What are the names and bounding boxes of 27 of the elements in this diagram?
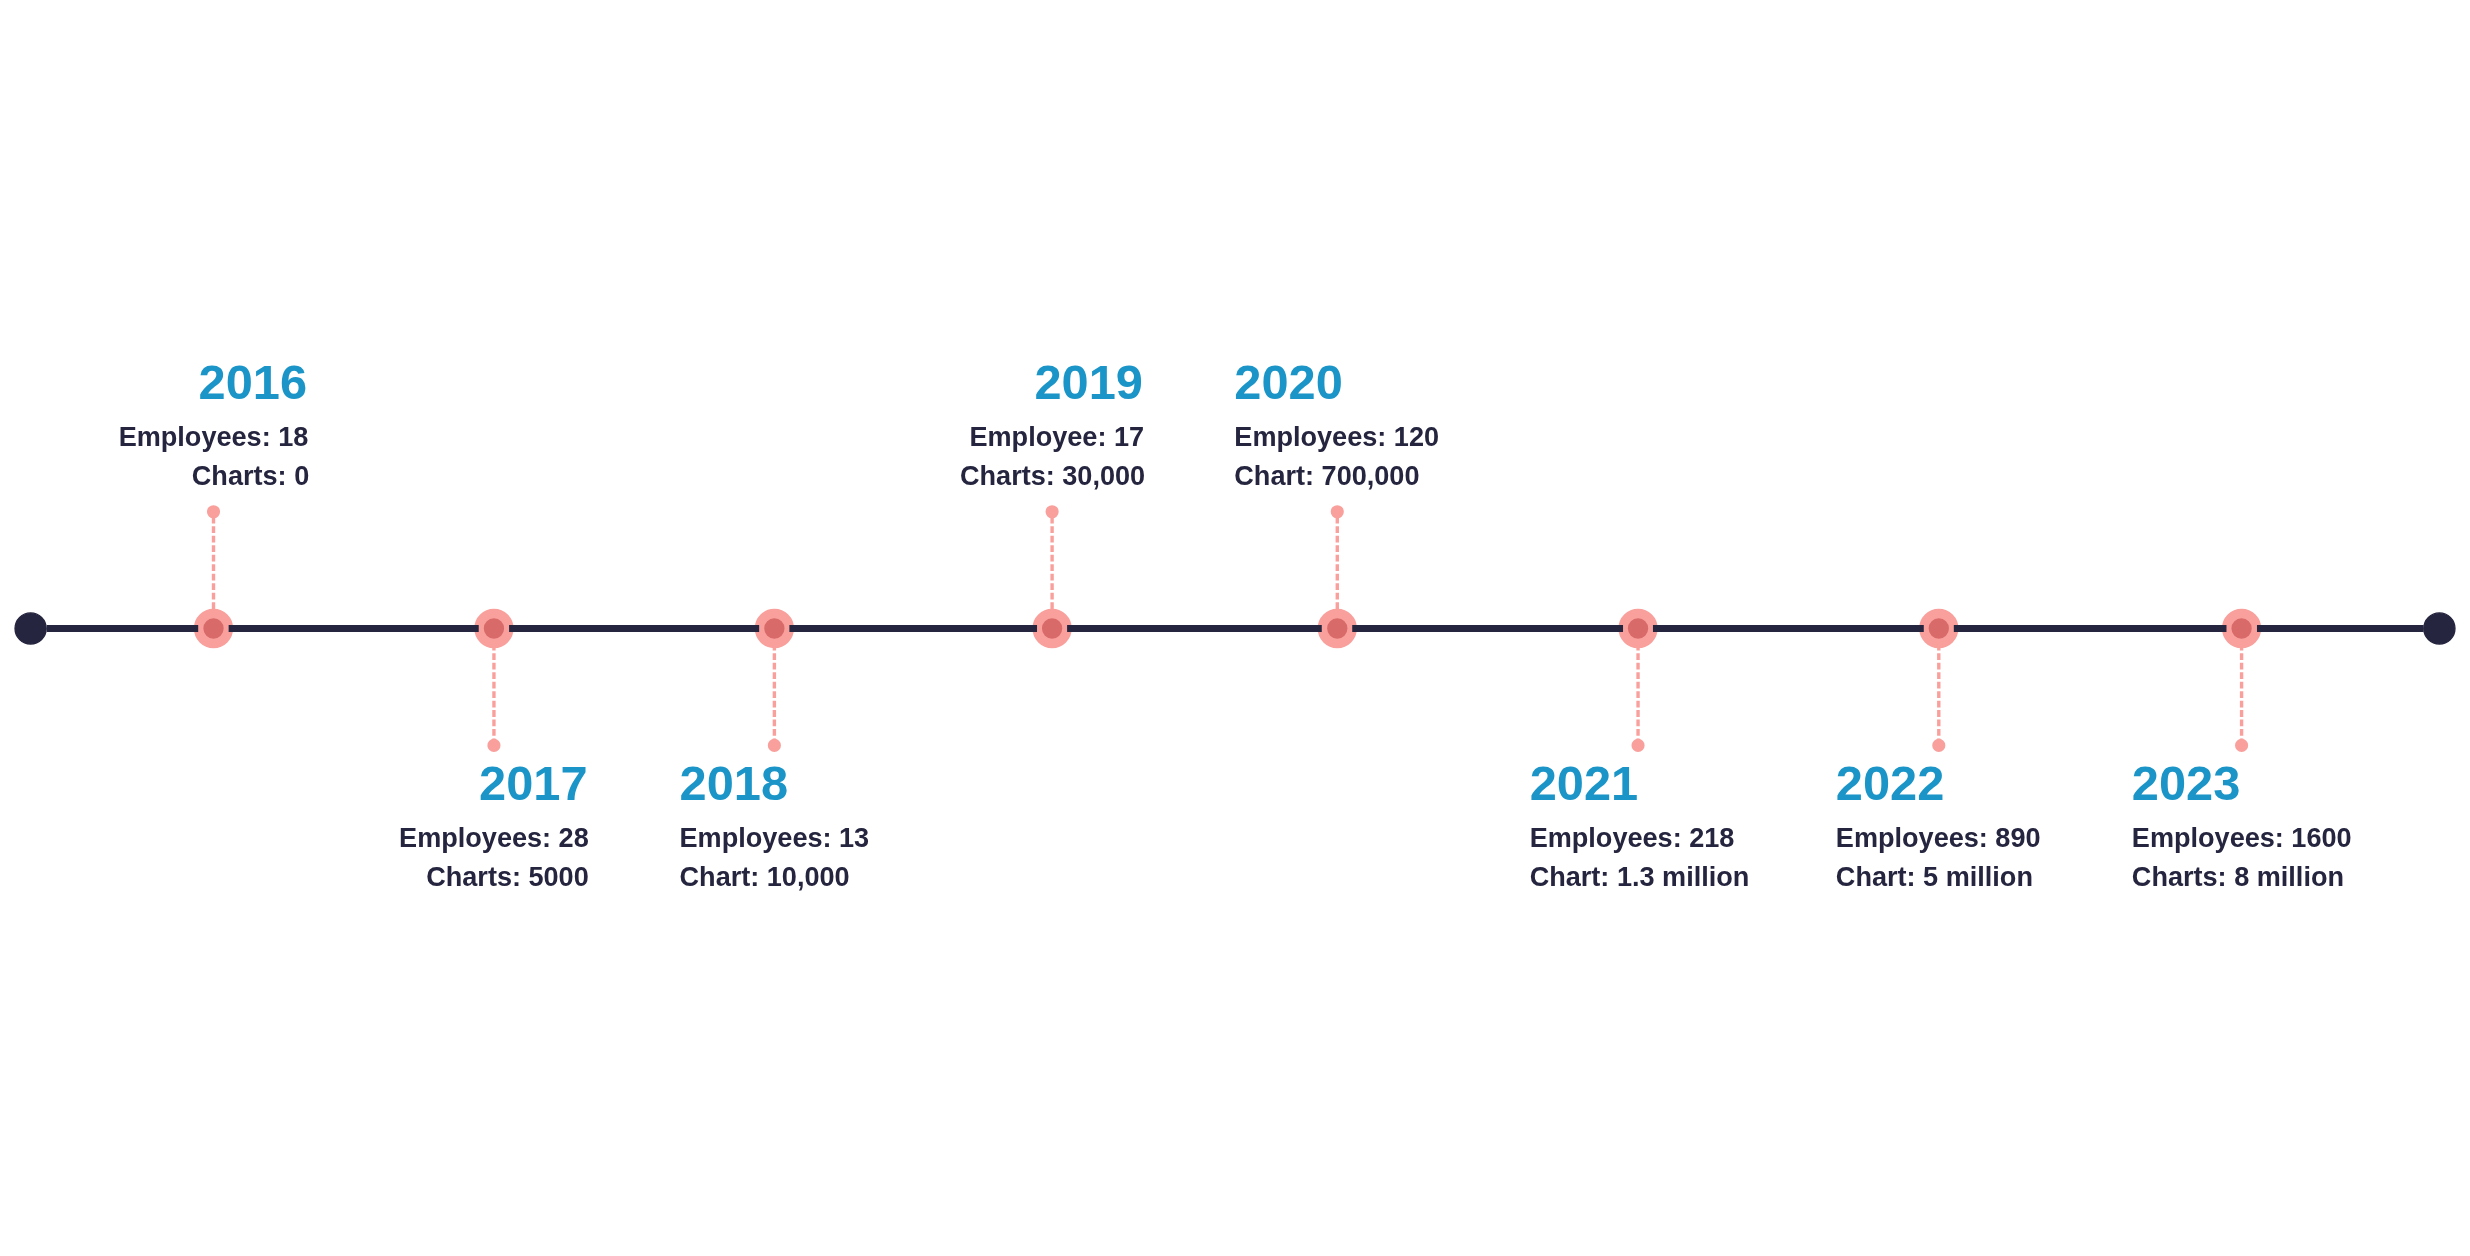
connector — [789, 624, 1038, 632]
node-circle — [1317, 608, 1357, 648]
node-circle — [2221, 608, 2262, 648]
node-circle — [14, 611, 47, 645]
node-text: 2022 Employees: 890 Chart: 5 million — [1835, 755, 2041, 892]
node-text: 2020 Employees: 120 Chart: 700,000 — [1234, 354, 1440, 491]
node-text: 2023 Employees: 1600 Charts: 8 million — [2131, 755, 2352, 892]
connector — [46, 624, 199, 632]
node-circle — [1919, 608, 1959, 648]
connector — [1953, 624, 2227, 632]
node-text: 2021 Employees: 218 Chart: 1.3 million — [1529, 755, 1750, 892]
connector — [509, 624, 760, 632]
node-text: 2017 Employees: 28 Charts: 5000 — [399, 755, 589, 892]
node-circle — [474, 608, 514, 648]
node-circle — [754, 608, 794, 648]
node-circle — [1032, 608, 1072, 648]
node-text: 2018 Employees: 13 Chart: 10,000 — [679, 755, 870, 892]
connector — [2257, 624, 2424, 632]
node-circle — [1618, 608, 1658, 648]
node-text: 2016 Employees: 18 Charts: 0 — [118, 354, 310, 491]
connector — [228, 624, 479, 632]
node-text: 2019 Employee: 17 Charts: 30,000 — [959, 354, 1146, 491]
connector — [1067, 624, 1322, 632]
connector — [1652, 624, 1924, 632]
connector — [1352, 624, 1624, 632]
node-circle — [193, 608, 234, 648]
node-circle — [2423, 611, 2456, 645]
